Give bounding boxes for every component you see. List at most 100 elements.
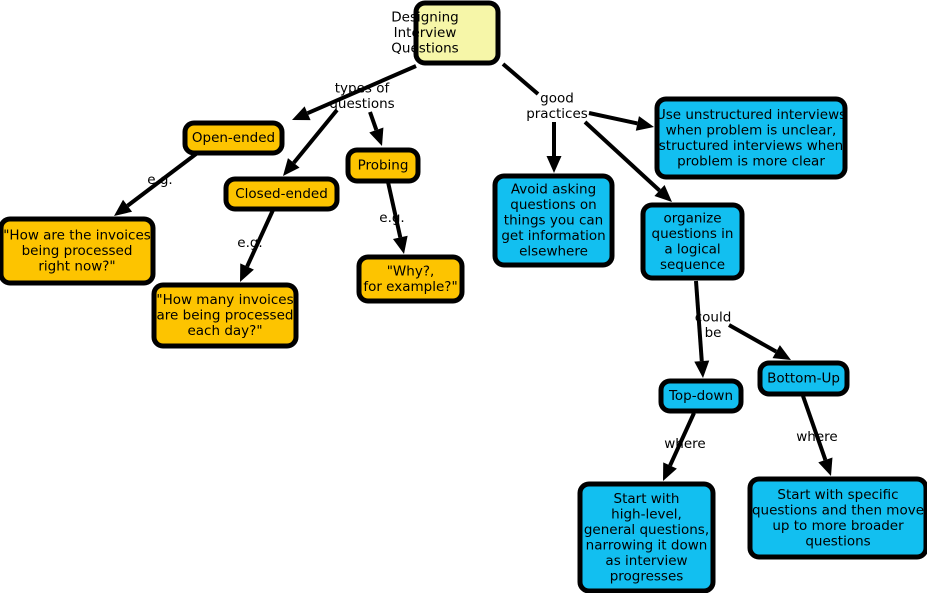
node-label-line: organize	[663, 210, 721, 226]
edge-label-eg-closed-ended: e.g.	[237, 235, 262, 251]
node-label-line: right now?"	[38, 259, 115, 275]
edge-line	[801, 395, 828, 461]
edge-label-line: e.g.	[147, 172, 172, 188]
node-closed-ended[interactable]: Closed-ended	[223, 176, 340, 212]
edge-top-down-to-detail	[663, 412, 696, 481]
node-shape[interactable]	[223, 176, 340, 212]
node-label-line: when problem is unclear,	[666, 122, 837, 138]
node-shape[interactable]	[413, 0, 501, 66]
edge-arrowhead-icon	[283, 158, 300, 176]
edge-label-line: where	[664, 436, 705, 452]
edge-label-line: e.g.	[379, 210, 404, 226]
edge-label-where-bottom-up: where	[796, 429, 837, 445]
edge-line	[292, 108, 339, 165]
edge-label-line: could	[695, 309, 732, 325]
node-top-down[interactable]: Top-down	[658, 378, 744, 414]
node-probing-example[interactable]: "Why?,for example?"	[356, 254, 465, 304]
node-label-line: Closed-ended	[235, 186, 328, 202]
edge-label-line: be	[705, 325, 722, 341]
node-label-line: Probing	[358, 158, 409, 174]
edge-open-ended-to-example	[114, 152, 198, 216]
node-label-line: each day?"	[187, 323, 262, 339]
node-label-line: Avoid asking	[511, 182, 596, 198]
edge-label-line: questions	[329, 96, 394, 112]
edge-root-to-good-practices	[501, 62, 540, 96]
node-label-line: Interview	[394, 25, 457, 41]
edge-arrowhead-icon	[369, 127, 384, 146]
node-label-line: "How are the invoices	[3, 228, 151, 244]
edge-line	[386, 181, 403, 238]
node-label-line: questions and then move	[752, 502, 924, 518]
edge-good-practices-to-unstructured	[588, 111, 654, 131]
edge-arrowhead-icon	[818, 457, 833, 476]
node-shape[interactable]	[757, 360, 850, 397]
edge-organize-to-bottom-up	[728, 323, 791, 360]
node-label-line: "How many invoices	[156, 292, 293, 308]
edge-arrowhead-icon	[546, 156, 562, 173]
node-label-line: Top-down	[668, 388, 733, 404]
edge-organize-to-top-down	[694, 280, 710, 378]
edge-line	[583, 120, 661, 192]
edge-line	[126, 152, 198, 208]
node-label-line: Open-ended	[192, 130, 275, 146]
node-label-line: questions	[805, 533, 870, 549]
edge-arrowhead-icon	[635, 116, 654, 131]
node-probing[interactable]: Probing	[345, 147, 421, 184]
node-open-ended[interactable]: Open-ended	[182, 120, 285, 156]
edge-arrowhead-icon	[114, 199, 133, 216]
node-label-line: problem is more clear	[677, 153, 825, 169]
node-label-line: questions in	[652, 226, 734, 242]
node-shape[interactable]	[345, 147, 421, 184]
edge-probing-to-example	[386, 181, 408, 254]
node-shape[interactable]	[577, 481, 716, 593]
node-shape[interactable]	[654, 96, 848, 180]
node-shape[interactable]	[182, 120, 285, 156]
edge-label-line: good	[540, 90, 574, 106]
edge-line	[728, 323, 778, 354]
node-label-line: Questions	[391, 41, 458, 57]
node-shape[interactable]	[747, 476, 927, 560]
edge-label-line: types of	[335, 80, 391, 96]
edge-label-line: e.g.	[237, 235, 262, 251]
edge-good-practices-to-organize	[583, 120, 672, 202]
node-label-line: being processed	[22, 243, 133, 259]
node-label-line: up to more broader	[772, 518, 904, 534]
edge-root-to-closed-ended	[283, 108, 339, 176]
edge-label-line: practices	[526, 106, 588, 122]
node-shape[interactable]	[0, 216, 156, 286]
node-shape[interactable]	[658, 378, 744, 414]
node-label-line: sequence	[660, 257, 725, 273]
edge-line	[668, 412, 696, 467]
edge-line	[501, 62, 540, 96]
node-label-line: progresses	[610, 568, 684, 584]
edge-line	[245, 209, 275, 268]
node-bottom-up[interactable]: Bottom-Up	[757, 360, 850, 397]
node-shape[interactable]	[640, 202, 745, 281]
node-label-line: questions on	[510, 197, 596, 213]
node-label-line: things you can	[504, 213, 603, 229]
node-shape[interactable]	[151, 282, 299, 349]
node-shape[interactable]	[356, 254, 465, 304]
edge-bottom-up-to-detail	[801, 395, 833, 476]
node-label-line: as interview	[605, 553, 687, 569]
node-label-line: for example?"	[363, 279, 457, 295]
node-shape[interactable]	[492, 173, 615, 268]
edge-label-where-top-down: where	[664, 436, 705, 452]
node-label-line: narrowing it down	[586, 537, 708, 553]
edge-arrowhead-icon	[654, 184, 672, 202]
edge-arrowhead-icon	[772, 345, 791, 360]
edge-root-to-open-ended	[292, 64, 417, 121]
node-label-line: elsewhere	[519, 244, 588, 260]
